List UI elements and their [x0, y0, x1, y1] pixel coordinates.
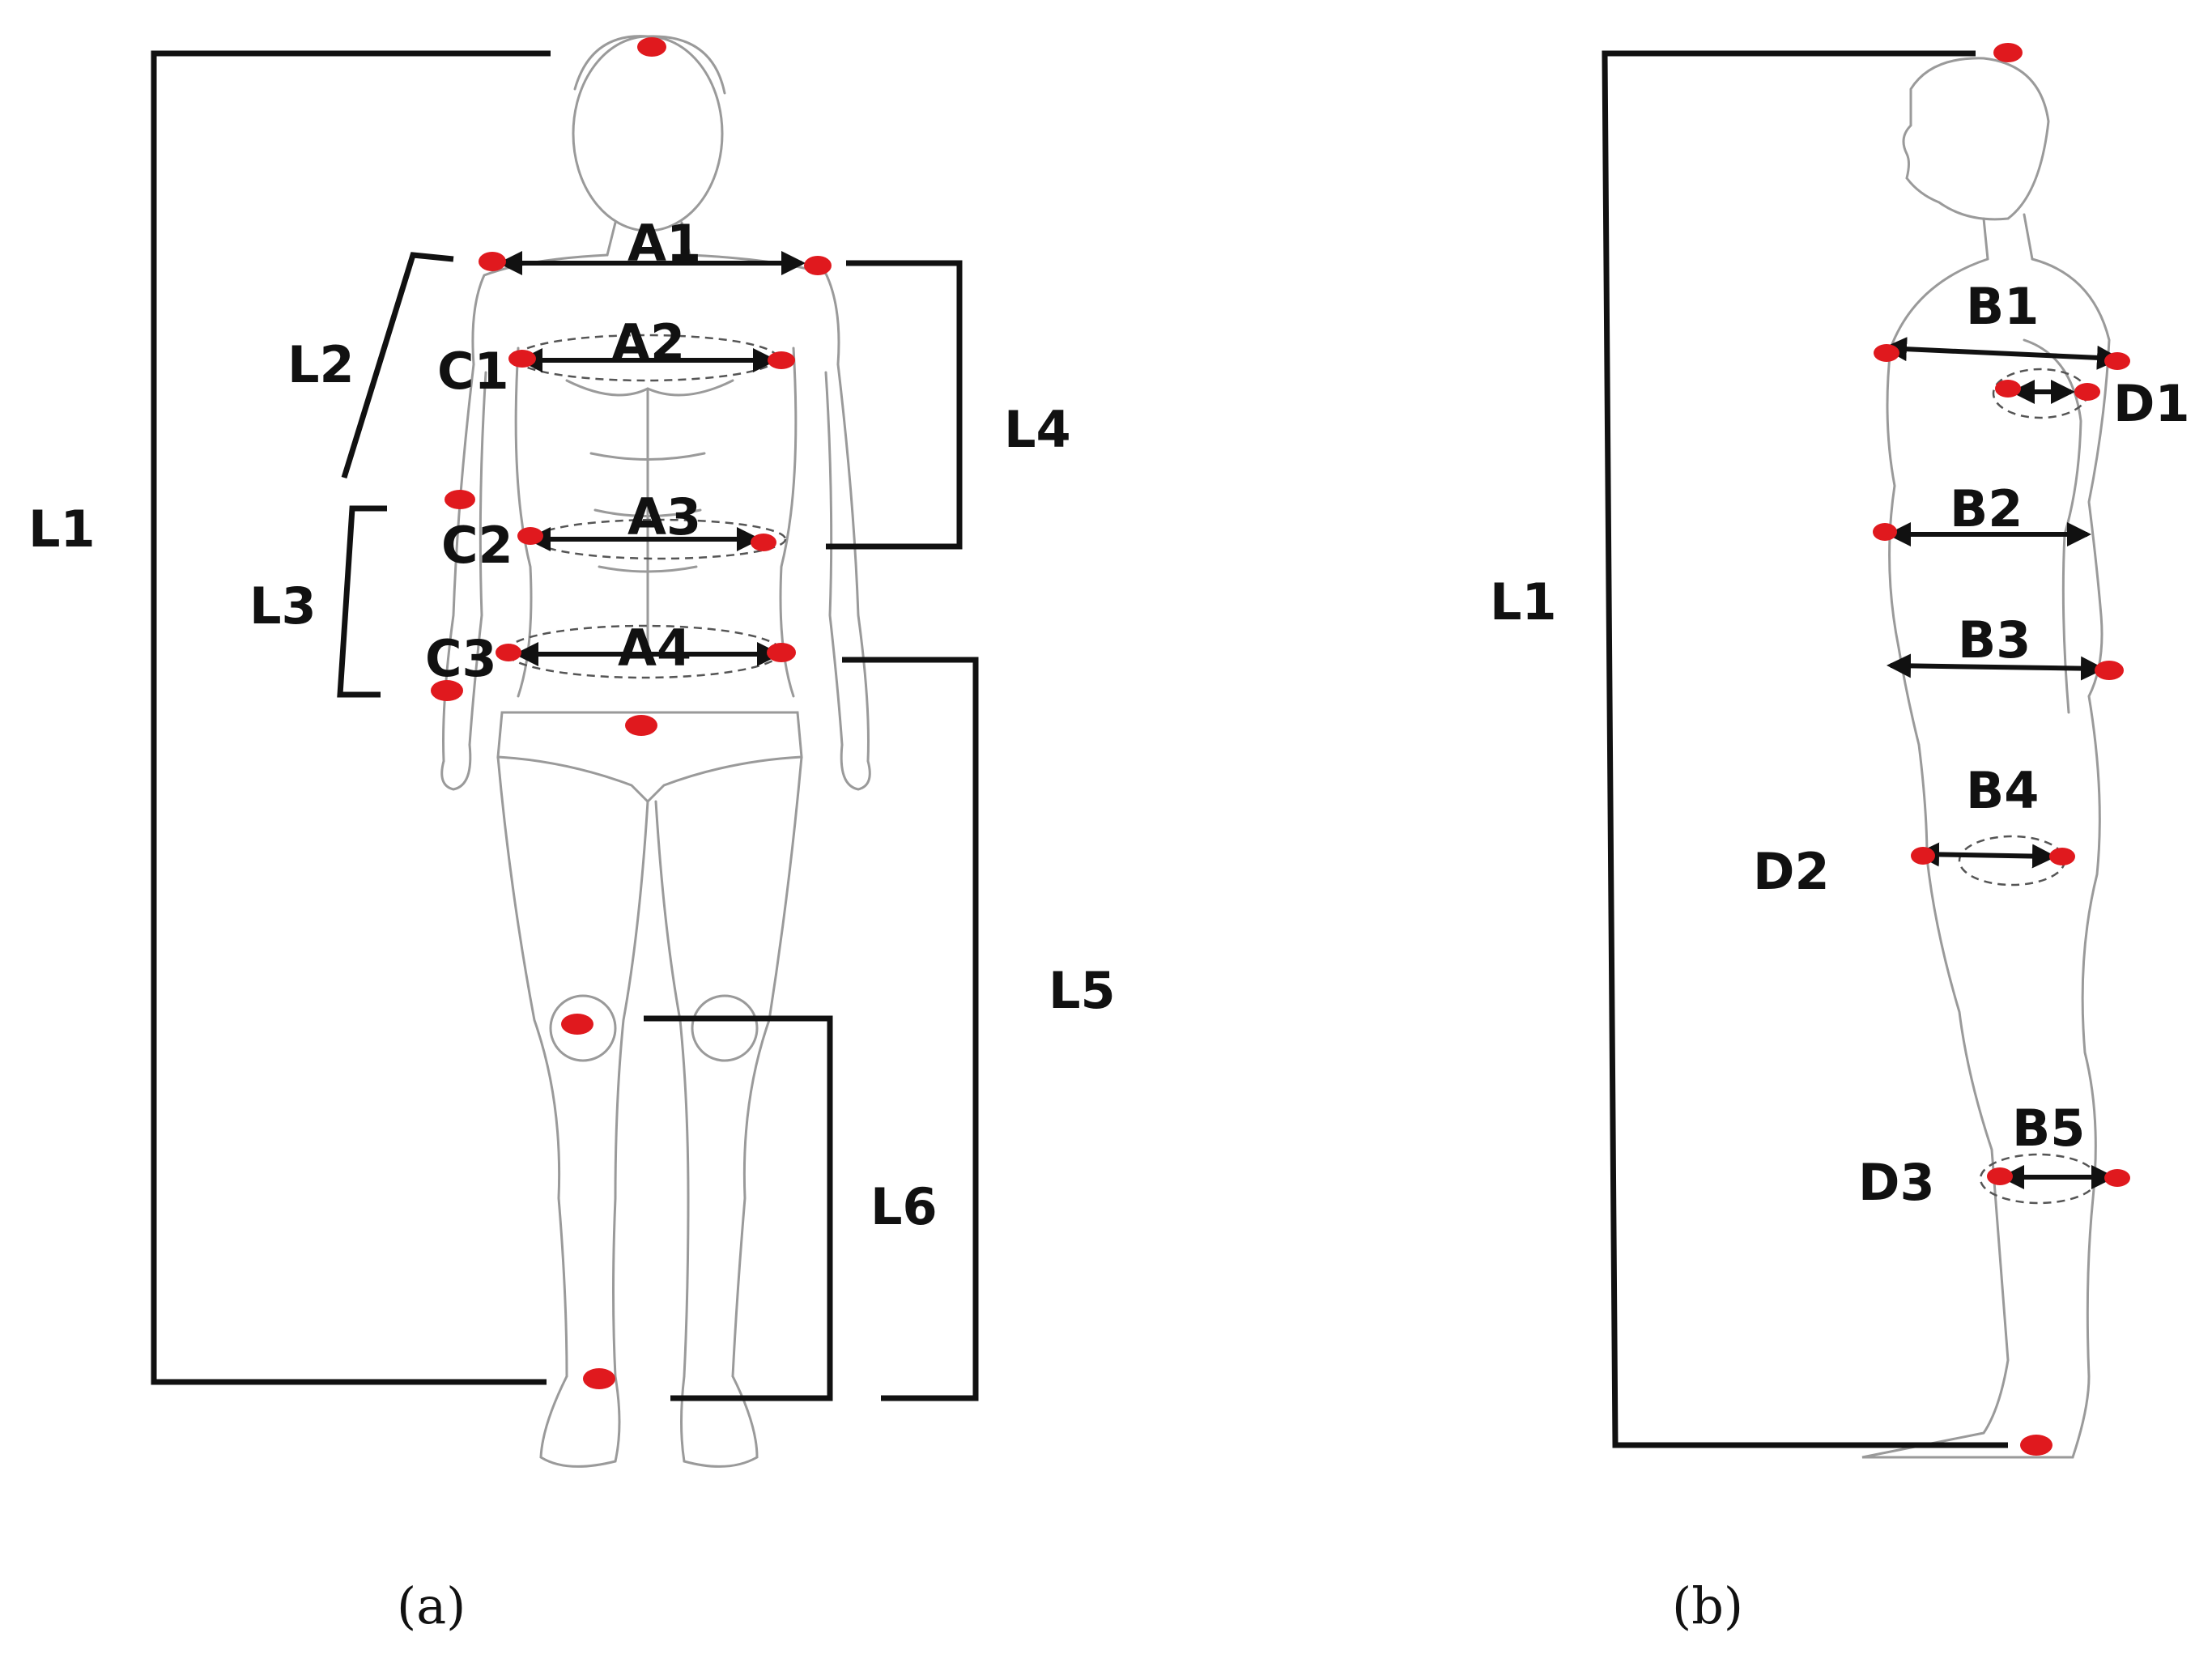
landmark-dot: [1995, 380, 2021, 398]
panel-b: L1 B1 B2 B3 B4 B5 D1 D2 D3 (b): [1490, 43, 2190, 1635]
bracket-l2: [341, 252, 454, 479]
arrow-b1: [1882, 337, 2121, 370]
label-d2: D2: [1753, 842, 1830, 901]
label-a4: A4: [618, 619, 691, 678]
label-b1: B1: [1966, 277, 2039, 336]
landmark-dot: [508, 350, 536, 368]
bracket-l6: [644, 1015, 833, 1401]
ellipse-a3: [533, 518, 787, 560]
landmark-dot: [637, 37, 666, 57]
label-b5: B5: [2012, 1099, 2085, 1158]
bracket-l4: [826, 260, 963, 550]
landmark-dot: [583, 1368, 615, 1389]
label-a-l4: L4: [1004, 400, 1071, 459]
panel-a-arrows: [498, 251, 806, 666]
landmark-dot: [2049, 848, 2075, 865]
label-a-l1: L1: [28, 500, 96, 559]
label-a-l3: L3: [249, 576, 317, 636]
landmark-dot: [2074, 383, 2100, 401]
label-b4: B4: [1966, 761, 2039, 820]
panel-a: L1 L2 L3 L4 L5 L6 A1 A2 A3 A4 C1 C2 C3 (…: [28, 35, 1116, 1635]
bracket-b-l1: [1602, 50, 2008, 1448]
bracket-l5: [842, 657, 979, 1401]
label-c1: C1: [437, 342, 509, 401]
caption-a: (a): [397, 1576, 466, 1635]
panel-b-landmarks: [1873, 43, 2130, 1456]
landmark-dot: [1911, 847, 1935, 865]
label-b-l1: L1: [1490, 572, 1557, 631]
label-d1: D1: [2113, 374, 2190, 433]
label-b2: B2: [1950, 479, 2023, 538]
landmark-dot: [561, 1014, 593, 1035]
landmark-dot: [2020, 1435, 2052, 1456]
landmark-dot: [767, 643, 796, 662]
landmark-dot: [2095, 661, 2124, 680]
caption-b: (b): [1672, 1576, 1743, 1635]
landmark-dot: [431, 680, 463, 701]
label-a-l2: L2: [287, 335, 355, 394]
label-d3: D3: [1858, 1153, 1935, 1212]
label-a2: A2: [611, 313, 685, 372]
landmark-dot: [2104, 1169, 2130, 1187]
label-a1: A1: [627, 214, 701, 273]
landmark-dot: [1874, 344, 1899, 362]
landmark-dot: [517, 527, 543, 545]
label-c3: C3: [425, 629, 497, 688]
arrow-b3: [1887, 653, 2105, 681]
landmark-dot: [751, 534, 776, 551]
label-a3: A3: [627, 487, 701, 546]
panel-a-landmarks: [431, 37, 832, 1389]
landmark-dot: [496, 644, 521, 661]
landmark-dot: [625, 715, 657, 736]
ellipse-d2: [1958, 835, 2066, 887]
landmark-dot: [768, 351, 795, 369]
landmark-dot: [1987, 1167, 2013, 1185]
landmark-dot: [479, 252, 506, 271]
arrow-b4: [1915, 842, 2057, 869]
landmark-dot: [445, 490, 475, 509]
bracket-l3: [337, 505, 387, 698]
bracket-l1: [151, 50, 551, 1385]
side-body-figure-icon: [1861, 57, 2111, 1459]
landmark-dot: [1993, 43, 2023, 62]
front-body-figure-icon: [440, 35, 871, 1468]
landmark-dot: [2104, 352, 2130, 370]
landmark-dot: [1873, 523, 1897, 541]
label-c2: C2: [441, 516, 513, 575]
label-a-l5: L5: [1049, 961, 1116, 1020]
panel-b-arrows: [1882, 337, 2121, 1189]
panel-a-brackets: [151, 50, 979, 1401]
landmark-dot: [804, 256, 832, 275]
label-b3: B3: [1958, 610, 2031, 670]
label-a-l6: L6: [870, 1177, 938, 1236]
